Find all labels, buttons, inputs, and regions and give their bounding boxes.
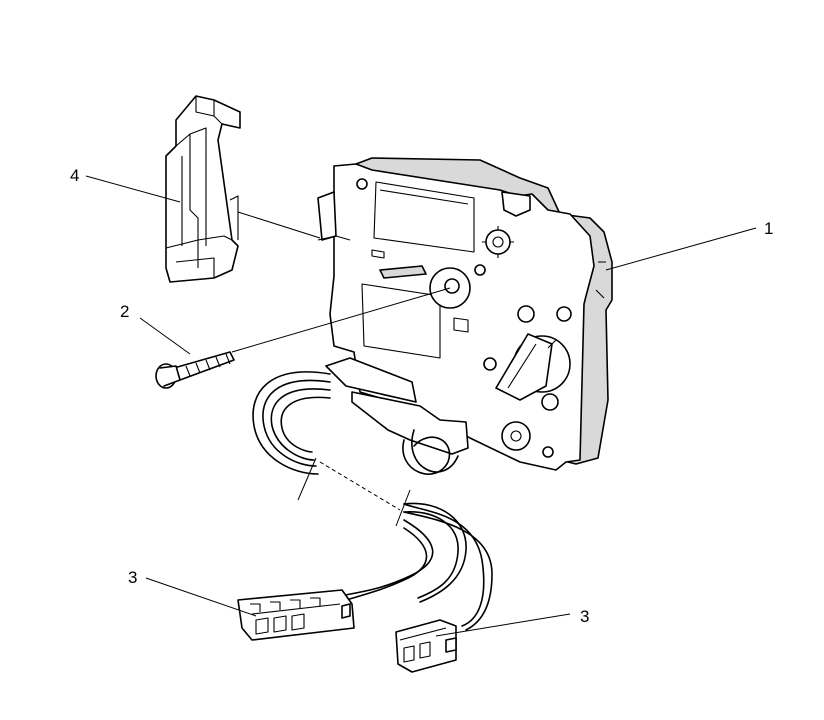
callout-3-large-connector: 3 (128, 568, 137, 587)
callout-3-small-connector: 3 (580, 607, 589, 626)
callout-1: 1 (764, 219, 773, 238)
screw-axis-line (231, 287, 451, 353)
leader-line-3b (435, 613, 571, 637)
connector-large (237, 589, 355, 641)
mounting-clip (165, 95, 241, 283)
callout-2: 2 (120, 302, 129, 321)
wire-harness (252, 357, 493, 631)
leader-line-2 (139, 317, 191, 355)
leader-line-4 (85, 175, 181, 203)
leader-line-4b (237, 211, 321, 239)
shoulder-screw (155, 351, 235, 389)
leader-line-3a (145, 577, 257, 617)
callout-4: 4 (70, 166, 79, 185)
leader-line-1 (605, 227, 757, 271)
connector-small (395, 619, 457, 673)
